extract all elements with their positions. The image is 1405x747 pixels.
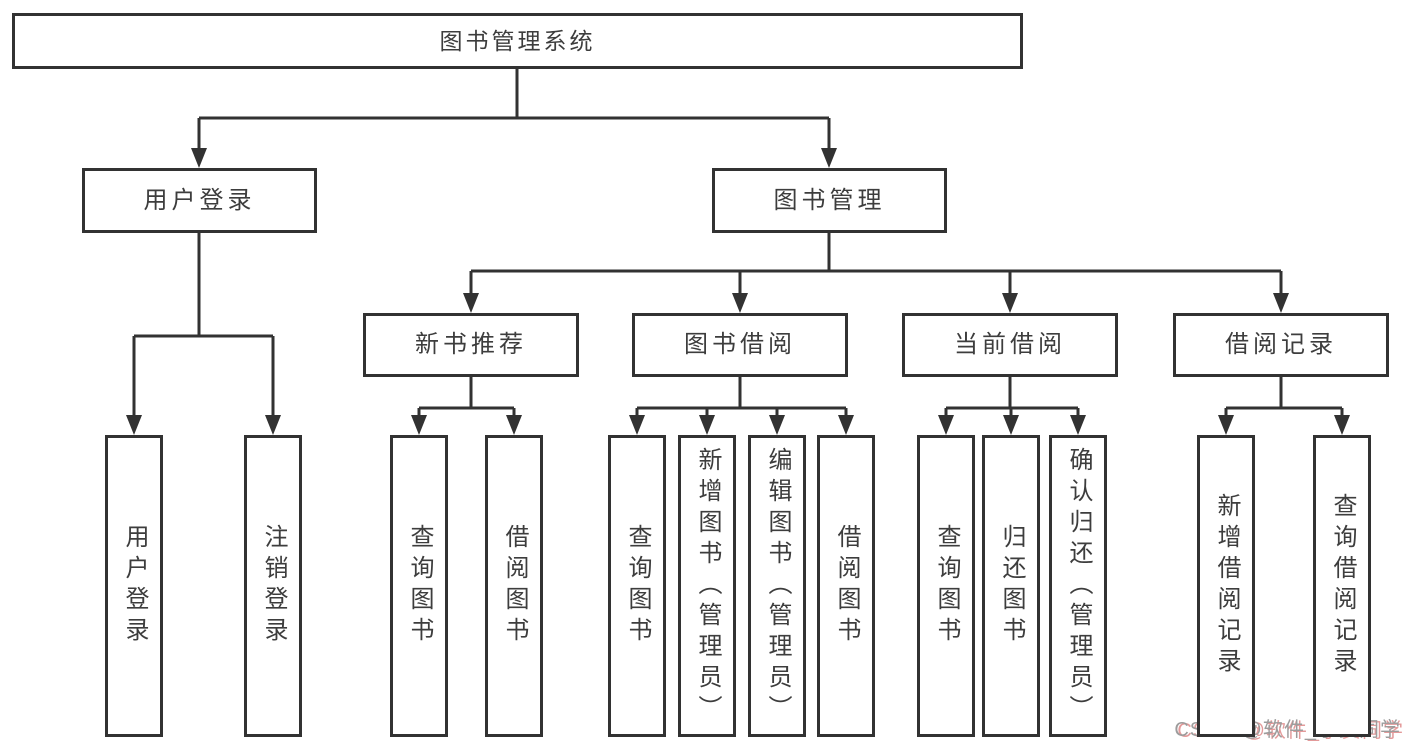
arrowhead [769,415,785,435]
node-borrow-add-books-admin-label: 新增图书（管理员） [694,446,721,726]
node-record-add-record: 新增借阅记录 [1197,435,1255,737]
connectors-borrowing-records [1218,377,1350,435]
node-current-borrowing: 当前借阅 [902,313,1118,377]
node-rec-query-books: 查询图书 [390,435,448,737]
node-book-borrowing: 图书借阅 [632,313,848,377]
node-login-leaf-label: 用户登录 [121,524,148,648]
node-book-borrowing-label: 图书借阅 [684,331,796,358]
arrowhead [265,415,281,435]
arrowhead [938,415,954,435]
arrowhead [1334,415,1350,435]
node-record-query-record-label: 查询借阅记录 [1329,493,1356,679]
node-current-query-books-label: 查询图书 [933,524,960,648]
node-borrow-query-books: 查询图书 [608,435,666,737]
arrowhead [506,415,522,435]
connectors-current-borrowing [938,377,1086,435]
arrowhead [699,415,715,435]
connector-line [132,233,275,423]
connector-line [635,377,848,423]
connectors-book-borrowing [629,377,854,435]
arrowhead [1002,293,1018,313]
node-current-query-books: 查询图书 [917,435,975,737]
arrowhead [126,415,142,435]
node-login-leaf: 用户登录 [105,435,163,737]
node-rec-borrow-books: 借阅图书 [485,435,543,737]
arrowhead [1273,293,1289,313]
node-borrowing-records-label: 借阅记录 [1225,331,1337,358]
arrowhead [191,148,207,168]
connector-line [197,69,831,156]
node-borrow-borrow-books-label: 借阅图书 [833,524,860,648]
node-current-confirm-return-admin-label: 确认归还（管理员） [1065,446,1092,726]
node-logout-leaf: 注销登录 [244,435,302,737]
node-root: 图书管理系统 [12,13,1023,69]
arrowhead [838,415,854,435]
node-new-book-recommend-label: 新书推荐 [415,331,527,358]
node-root-label: 图书管理系统 [439,27,596,54]
node-borrow-add-books-admin: 新增图书（管理员） [678,435,736,737]
arrowhead [821,148,837,168]
arrowhead [463,293,479,313]
node-borrow-borrow-books: 借阅图书 [817,435,875,737]
arrowhead [1003,415,1019,435]
node-user-login-label: 用户登录 [143,186,256,214]
connectors-root [191,69,837,168]
node-current-return-books: 归还图书 [982,435,1040,737]
node-borrowing-records: 借阅记录 [1173,313,1389,377]
node-logout-leaf-label: 注销登录 [260,524,287,648]
node-borrow-edit-books-admin-label: 编辑图书（管理员） [764,446,791,726]
arrowhead [1218,415,1234,435]
arrowhead [732,293,748,313]
node-book-management: 图书管理 [712,168,947,233]
connectors-new-book-recommend [411,377,522,435]
node-new-book-recommend: 新书推荐 [363,313,579,377]
node-rec-query-books-label: 查询图书 [406,524,433,648]
connectors-book-management [463,233,1289,313]
node-user-login: 用户登录 [82,168,317,233]
node-current-borrowing-label: 当前借阅 [954,331,1066,358]
node-borrow-query-books-label: 查询图书 [624,524,651,648]
node-current-confirm-return-admin: 确认归还（管理员） [1049,435,1107,737]
connector-line [417,377,516,423]
arrowhead [1070,415,1086,435]
node-rec-borrow-books-label: 借阅图书 [501,524,528,648]
arrowhead [629,415,645,435]
node-current-return-books-label: 归还图书 [998,524,1025,648]
node-record-add-record-label: 新增借阅记录 [1213,493,1240,679]
connector-line [469,233,1283,301]
connectors-user-login [126,233,281,435]
connector-line [1224,377,1344,423]
arrowhead [411,415,427,435]
node-book-management-label: 图书管理 [773,186,886,214]
node-record-query-record: 查询借阅记录 [1313,435,1371,737]
node-borrow-edit-books-admin: 编辑图书（管理员） [748,435,806,737]
